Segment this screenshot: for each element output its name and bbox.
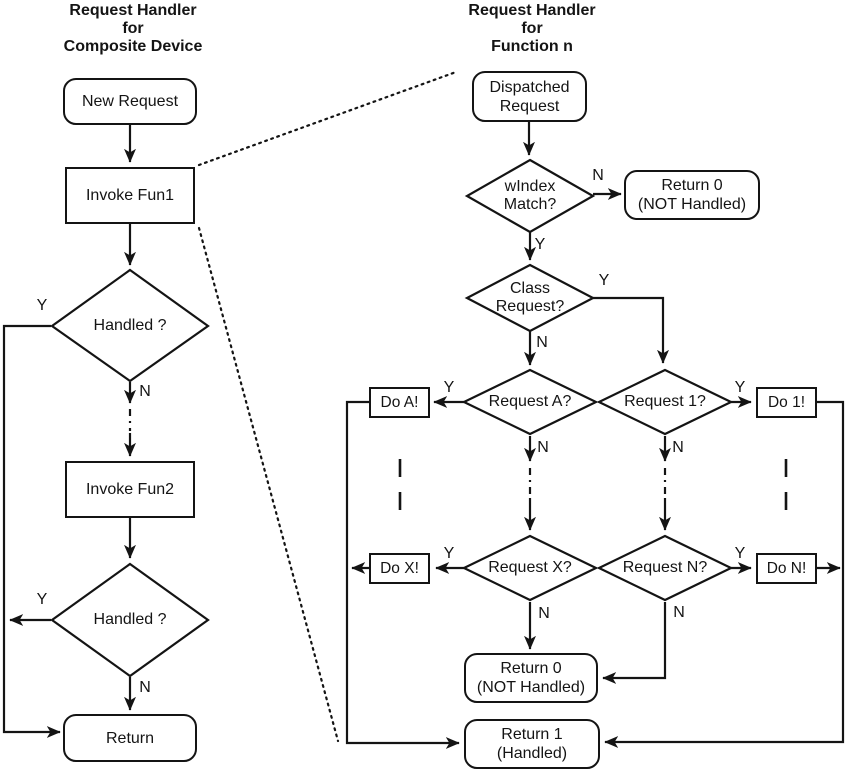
right-chart-title: Request Handler for Function n <box>468 2 596 55</box>
zoom-connector-bottom <box>197 226 340 743</box>
node-return: Return <box>63 714 197 762</box>
decision-requestn-shape <box>596 534 734 602</box>
node-invoke-fun1: Invoke Fun1 <box>65 167 195 224</box>
decision-windex-shape <box>464 158 596 234</box>
label-handled2-yes: Y <box>36 591 48 608</box>
edge-requestn-no-to-return0 <box>602 602 667 684</box>
label-handled2-no: N <box>139 679 151 696</box>
node-dispatched-request: Dispatched Request <box>472 71 587 122</box>
label-handled1-no: N <box>139 383 151 400</box>
node-return0-top: Return 0 (NOT Handled) <box>624 170 760 220</box>
edge-doa-rail-to-return1 <box>345 400 460 749</box>
label-requestn-no: N <box>673 604 685 621</box>
decision-handled2-shape <box>50 562 210 678</box>
decision-requestx-label: Request X? <box>488 559 572 576</box>
edge-do1-rail-to-return1 <box>604 400 845 748</box>
label-class-no: N <box>536 334 548 351</box>
node-return1: Return 1 (Handled) <box>464 719 600 769</box>
label-windex-yes: Y <box>534 236 546 253</box>
label-requesta-no: N <box>537 439 549 456</box>
label-requestx-no: N <box>538 605 550 622</box>
decision-request1-shape <box>596 368 734 436</box>
label-class-yes: Y <box>598 272 610 289</box>
decision-requesta-shape <box>461 368 599 436</box>
node-invoke-fun2: Invoke Fun2 <box>65 461 195 518</box>
left-chart-title: Request Handler for Composite Device <box>63 2 203 55</box>
node-return0-bottom: Return 0 (NOT Handled) <box>464 653 598 703</box>
decision-handled1-label: Handled ? <box>93 317 167 334</box>
label-windex-no: N <box>592 167 604 184</box>
edge-handled1-yes-to-return <box>2 324 61 738</box>
decision-windex-label: wIndex Match? <box>503 178 557 213</box>
label-request1-no: N <box>672 439 684 456</box>
node-do-a: Do A! <box>369 387 430 418</box>
node-do-1: Do 1! <box>756 387 817 418</box>
decision-class-label: Class Request? <box>495 280 565 315</box>
decision-requestn-label: Request N? <box>622 559 708 576</box>
decision-class-shape <box>464 263 596 333</box>
label-requestx-yes: Y <box>443 545 455 562</box>
decision-requestx-shape <box>461 534 599 602</box>
decision-requesta-label: Request A? <box>488 393 572 410</box>
edge-class-yes-to-request1 <box>593 296 669 364</box>
label-requesta-yes: Y <box>443 379 455 396</box>
label-request1-yes: Y <box>734 379 746 396</box>
decision-request1-label: Request 1? <box>624 393 706 410</box>
zoom-connector-top <box>197 70 458 167</box>
decision-handled2-label: Handled ? <box>93 611 167 628</box>
node-do-n: Do N! <box>756 553 817 584</box>
node-do-x: Do X! <box>369 553 430 584</box>
label-requestn-yes: Y <box>734 545 746 562</box>
label-handled1-yes: Y <box>36 297 48 314</box>
decision-handled1-shape <box>50 268 210 383</box>
node-new-request: New Request <box>63 78 197 125</box>
